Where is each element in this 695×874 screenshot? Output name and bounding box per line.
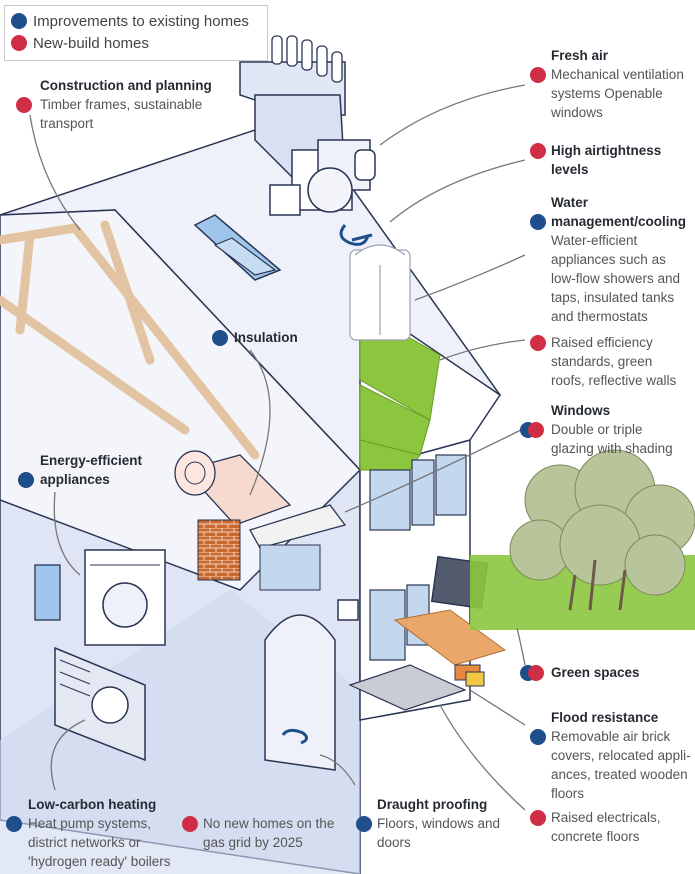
insulation-roll — [174, 450, 292, 526]
label-heating-title: Low-carbon heating — [28, 797, 157, 812]
label-appliances-title: Energy-efficient appliances — [40, 453, 143, 487]
label-airtightness: High airtightness levels — [551, 141, 681, 179]
tree — [470, 449, 695, 630]
label-gas-grid-desc: No new homes on the gas grid by 2025 — [203, 816, 335, 850]
shaded-window — [249, 504, 347, 591]
label-heating: Low-carbon heating Heat pump systems, di… — [28, 795, 178, 871]
legend: Improvements to existing homes New-build… — [4, 5, 268, 61]
label-construction: Construction and planning Timber frames,… — [40, 76, 230, 133]
label-draught: Draught proofing Floors, windows and doo… — [377, 795, 512, 852]
heat-pump — [54, 646, 146, 762]
blue-red-dot-icon — [520, 665, 544, 681]
label-windows: Windows Double or triple glazing with sh… — [551, 401, 686, 458]
label-construction-title: Construction and planning — [40, 78, 212, 93]
chimney — [239, 35, 346, 186]
label-water-new-desc: Raised efficiency standards, green roofs… — [551, 335, 677, 388]
label-water-new: Raised efficiency standards, green roofs… — [551, 333, 686, 390]
label-water-title: Water management/cooling — [551, 195, 687, 229]
washing-machine — [84, 549, 166, 646]
blue-dot-icon — [6, 816, 22, 832]
blue-dot-icon — [18, 472, 34, 488]
red-dot-icon — [530, 810, 546, 826]
blue-dot-icon — [530, 729, 546, 745]
label-water-desc: Water-efficient appliances such as low-f… — [551, 233, 681, 324]
arched-doorway — [264, 614, 336, 771]
blue-red-dot-icon — [520, 422, 544, 438]
label-draught-title: Draught proofing — [377, 797, 488, 812]
label-fresh-air-title: Fresh air — [551, 48, 609, 63]
front-facade — [337, 244, 507, 721]
legend-item-existing: Improvements to existing homes — [11, 13, 249, 30]
label-fresh-air-desc: Mechanical ventilation systems Openable … — [551, 67, 684, 120]
label-airtightness-title: High airtightness levels — [551, 143, 662, 177]
skylight — [193, 214, 282, 281]
blue-dot-icon — [356, 816, 372, 832]
legend-label-new-build: New-build homes — [33, 35, 149, 52]
small-window — [34, 564, 61, 621]
label-insulation: Insulation — [234, 328, 298, 347]
red-dot-icon — [11, 35, 27, 51]
label-flood-title: Flood resistance — [551, 710, 659, 725]
red-dot-icon — [530, 67, 546, 83]
label-heating-desc: Heat pump systems, district networks or … — [28, 816, 171, 869]
label-windows-title: Windows — [551, 403, 611, 418]
blue-dot-icon — [11, 13, 27, 29]
label-appliances: Energy-efficient appliances — [40, 451, 165, 489]
ventilation-unit — [269, 139, 376, 246]
label-water: Water management/cooling Water-efficient… — [551, 193, 691, 326]
brick-wall-sample — [197, 519, 241, 581]
legend-item-new-build: New-build homes — [11, 35, 149, 52]
red-dot-icon — [16, 97, 32, 113]
blue-dot-icon — [212, 330, 228, 346]
label-flood: Flood resistance Removable air brick cov… — [551, 708, 691, 803]
legend-label-existing: Improvements to existing homes — [33, 13, 249, 30]
label-flood-new-desc: Raised electricals, concrete floors — [551, 810, 661, 844]
label-flood-new: Raised electricals, concrete floors — [551, 808, 686, 846]
label-green-spaces: Green spaces — [551, 663, 640, 682]
pointer-lines — [29, 84, 526, 811]
label-green-spaces-title: Green spaces — [551, 665, 640, 680]
label-gas-grid: No new homes on the gas grid by 2025 — [203, 814, 343, 852]
red-dot-icon — [530, 335, 546, 351]
red-dot-icon — [182, 816, 198, 832]
blue-dot-icon — [530, 214, 546, 230]
label-fresh-air: Fresh air Mechanical ventilation systems… — [551, 46, 691, 122]
label-insulation-title: Insulation — [234, 330, 298, 345]
label-draught-desc: Floors, windows and doors — [377, 816, 501, 850]
label-flood-desc: Removable air brick covers, relocated ap… — [551, 729, 691, 801]
label-construction-desc: Timber frames, sustainable transport — [40, 97, 203, 131]
label-windows-desc: Double or triple glazing with shading — [551, 422, 673, 456]
red-dot-icon — [530, 143, 546, 159]
